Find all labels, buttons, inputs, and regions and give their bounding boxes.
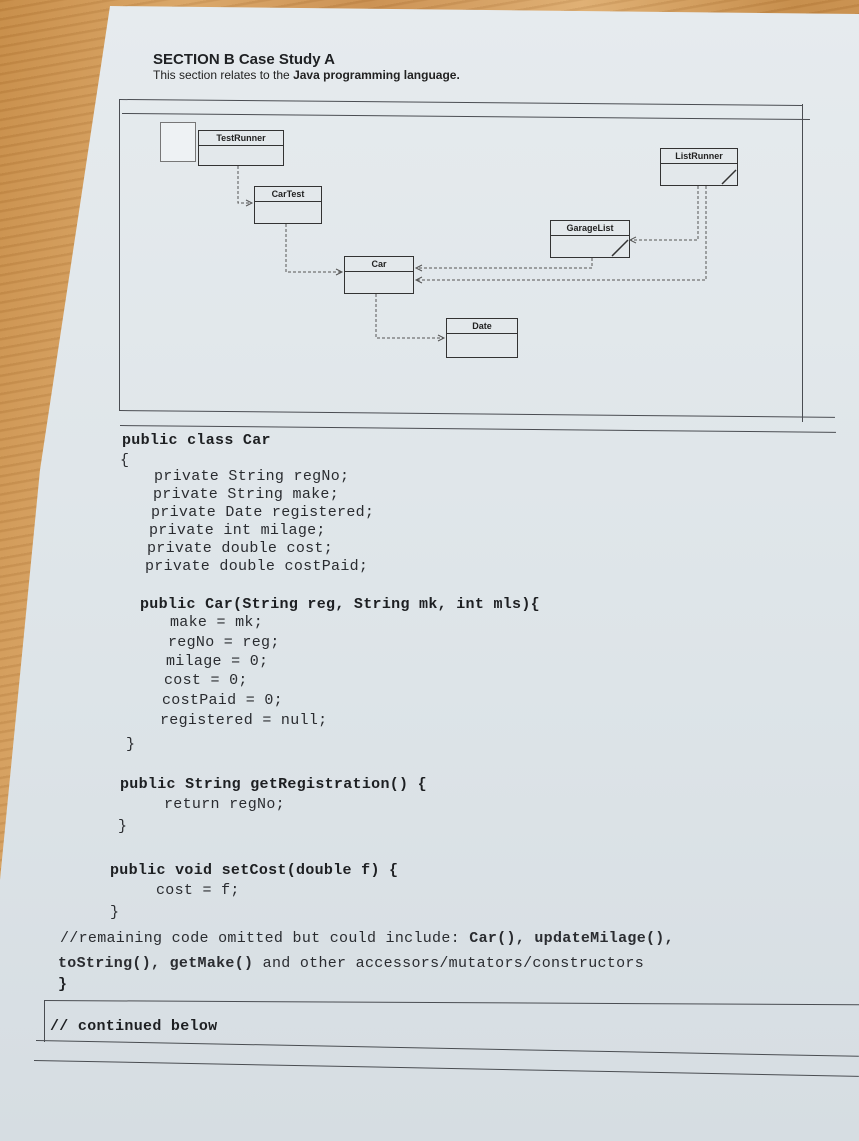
section-subtitle: This section relates to the Java program… (153, 68, 460, 82)
field-make: private String make; (153, 486, 340, 503)
constructor-line-regno: regNo = reg; (168, 634, 280, 651)
corner-mark-garagelist (611, 239, 629, 257)
arrow-car-date (375, 294, 444, 339)
arrowhead-cartest (245, 199, 254, 207)
getter-signature: public String getRegistration() { (120, 776, 427, 793)
arrowhead-garagelist (628, 236, 637, 244)
field-milage: private int milage; (149, 522, 326, 539)
section-title: SECTION B Case Study A (153, 51, 335, 68)
arrow-garagelist-car (416, 258, 593, 269)
subtitle-bold: Java programming language. (293, 68, 460, 82)
constructor-line-costpaid: costPaid = 0; (162, 692, 283, 709)
subtitle-prefix: This section relates to the (153, 68, 294, 82)
setter-close-brace: } (110, 904, 120, 921)
arrow-testrunner-cartest (237, 166, 252, 204)
class-box-car[interactable]: Car (344, 256, 414, 294)
continued-left-border (44, 1000, 45, 1042)
field-cost: private double cost; (147, 540, 334, 557)
corner-mark-listrunner (721, 169, 737, 185)
comment-line-1-text: //remaining code omitted but could inclu… (60, 930, 470, 947)
constructor-line-make: make = mk; (170, 614, 264, 631)
field-registered: private Date registered; (151, 504, 375, 521)
comment-line-2: toString(), getMake() and other accessor… (58, 955, 644, 972)
getter-body: return regNo; (164, 796, 285, 813)
comment-line-2-text: and other accessors/mutators/constructor… (253, 955, 645, 972)
class-name-listrunner: ListRunner (661, 149, 737, 164)
class-box-listrunner[interactable]: ListRunner (660, 148, 738, 186)
diagram-right-border (802, 104, 803, 422)
continued-bottom-border (35, 1040, 859, 1057)
comment-line-2-methods: toString(), getMake() (58, 955, 254, 972)
class-close-brace: } (58, 976, 68, 993)
arrow-listrunner-garagelist (630, 186, 699, 241)
page-bottom-border (33, 1060, 859, 1077)
setter-body: cost = f; (156, 882, 240, 899)
constructor-line-cost: cost = 0; (164, 672, 248, 689)
dependency-arrows (237, 166, 737, 342)
constructor-line-milage: milage = 0; (166, 653, 269, 670)
diagram-left-border (119, 99, 120, 411)
class-box-date[interactable]: Date (446, 318, 518, 358)
class-declaration: public class Car (122, 432, 271, 449)
arrowhead-date (437, 334, 446, 342)
document-icon (160, 122, 196, 162)
class-open-brace: { (120, 452, 130, 469)
setter-signature: public void setCost(double f) { (110, 862, 399, 879)
constructor-close-brace: } (126, 736, 136, 753)
arrowhead-car-from-cartest (335, 268, 344, 276)
constructor-line-registered: registered = null; (160, 712, 328, 729)
arrowhead-car-from-garagelist (414, 264, 423, 272)
field-regno: private String regNo; (154, 468, 350, 485)
class-name-car: Car (345, 257, 413, 272)
class-box-cartest[interactable]: CarTest (254, 186, 322, 224)
continued-note: // continued below (50, 1018, 218, 1035)
comment-line-1: //remaining code omitted but could inclu… (60, 930, 674, 947)
class-box-testrunner[interactable]: TestRunner (198, 130, 284, 166)
getter-close-brace: } (118, 818, 128, 835)
class-name-garagelist: GarageList (551, 221, 629, 236)
arrow-listrunner-car (416, 186, 707, 281)
arrowhead-car-from-listrunner (414, 276, 423, 284)
class-name-cartest: CarTest (255, 187, 321, 202)
class-name-date: Date (447, 319, 517, 334)
continued-top-border (43, 1000, 859, 1006)
class-name-testrunner: TestRunner (199, 131, 283, 146)
comment-line-1-methods: Car(), updateMilage(), (469, 930, 674, 947)
field-costpaid: private double costPaid; (145, 558, 369, 575)
arrow-cartest-car (285, 224, 342, 273)
constructor-signature: public Car(String reg, String mk, int ml… (140, 596, 540, 613)
